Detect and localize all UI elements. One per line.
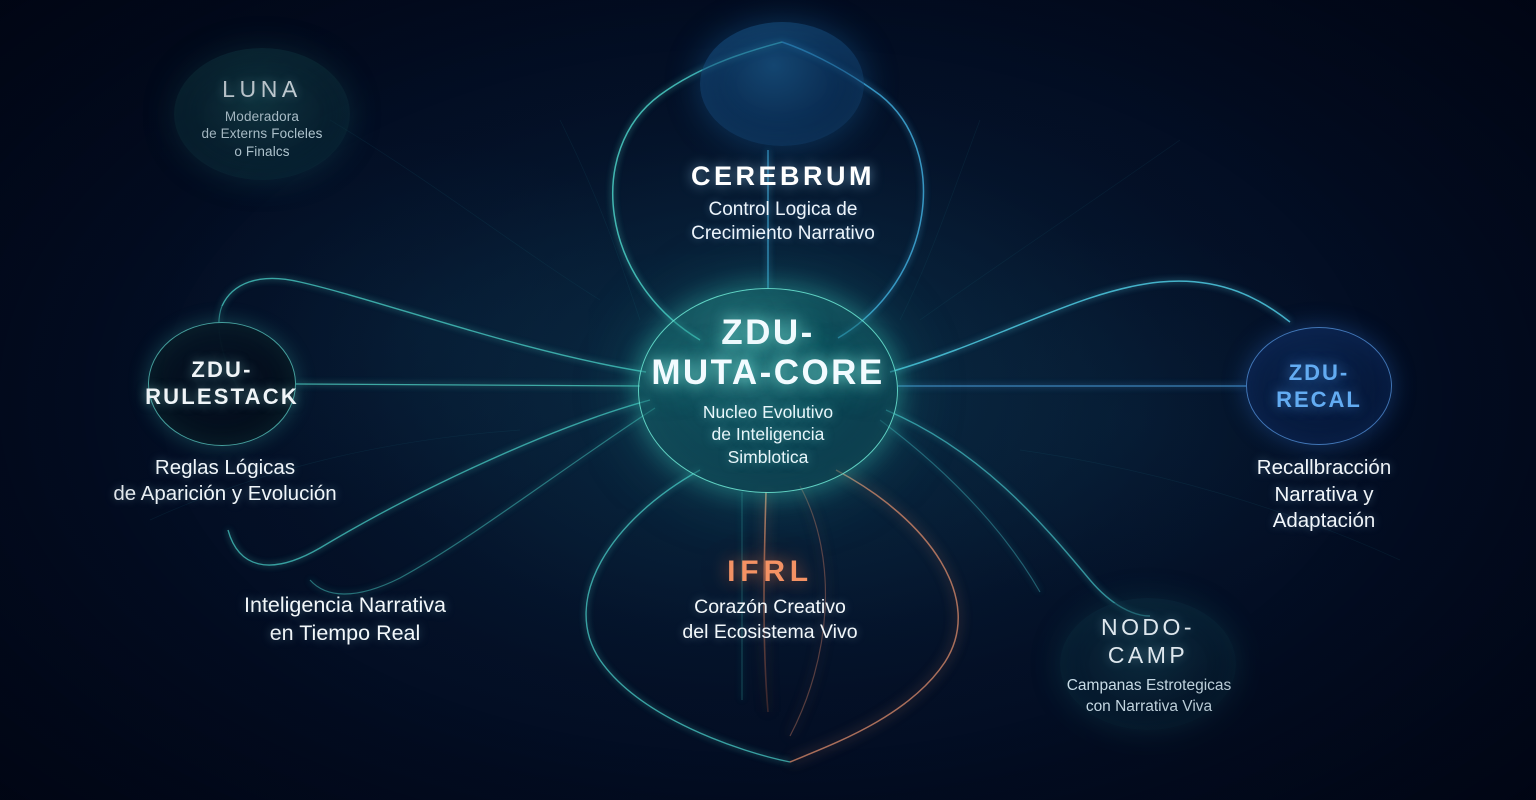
recal-title: ZDU- RECAL <box>1276 360 1362 412</box>
rulestack-title: ZDU- RULESTACK <box>145 357 299 409</box>
rulestack-subtitle: Reglas Lógicas de Aparición y Evolución <box>113 456 337 506</box>
node-nodo-camp[interactable]: NODO- CAMP <box>1052 608 1244 676</box>
core-title: ZDU- MUTA-CORE <box>651 313 885 392</box>
realtime-intelligence-label: Inteligencia Narrativa en Tiempo Real <box>244 593 446 645</box>
node-zdu-muta-core[interactable]: ZDU- MUTA-CORE Nucleo Evolutivo de Intel… <box>638 288 898 493</box>
luna-title: LUNA <box>222 75 302 102</box>
core-subtitle: Nucleo Evolutivo de Inteligencia Simblot… <box>702 401 834 467</box>
node-luna[interactable]: LUNA Moderadora de Externs Focleles o Fi… <box>170 72 354 164</box>
ifrl-title: IFRL <box>727 554 813 588</box>
node-cerebrum[interactable]: CEREBRUM Control Logica de Crecimiento N… <box>608 158 958 250</box>
nodocamp-title: NODO- CAMP <box>1101 614 1195 668</box>
luna-subtitle: Moderadora de Externs Focleles o Finalcs <box>201 109 323 159</box>
node-zdu-recal[interactable]: ZDU- RECAL <box>1246 352 1392 422</box>
cerebrum-subtitle: Control Logica de Crecimiento Narrativo <box>691 199 875 245</box>
nodocamp-subtitle: Campanas Estrotegicas con Narrativa Viva <box>1066 677 1232 716</box>
cerebrum-node-ellipse[interactable] <box>700 22 864 146</box>
node-ifrl[interactable]: IFRL Corazón Creativo del Ecosistema Viv… <box>600 552 940 648</box>
cerebrum-title: CEREBRUM <box>690 161 876 192</box>
ifrl-subtitle: Corazón Creativo del Ecosistema Vivo <box>682 596 858 644</box>
node-zdu-rulestack[interactable]: ZDU- RULESTACK <box>145 348 299 420</box>
recal-subtitle: Recallbracción Narrativa y Adaptación <box>1256 456 1392 533</box>
